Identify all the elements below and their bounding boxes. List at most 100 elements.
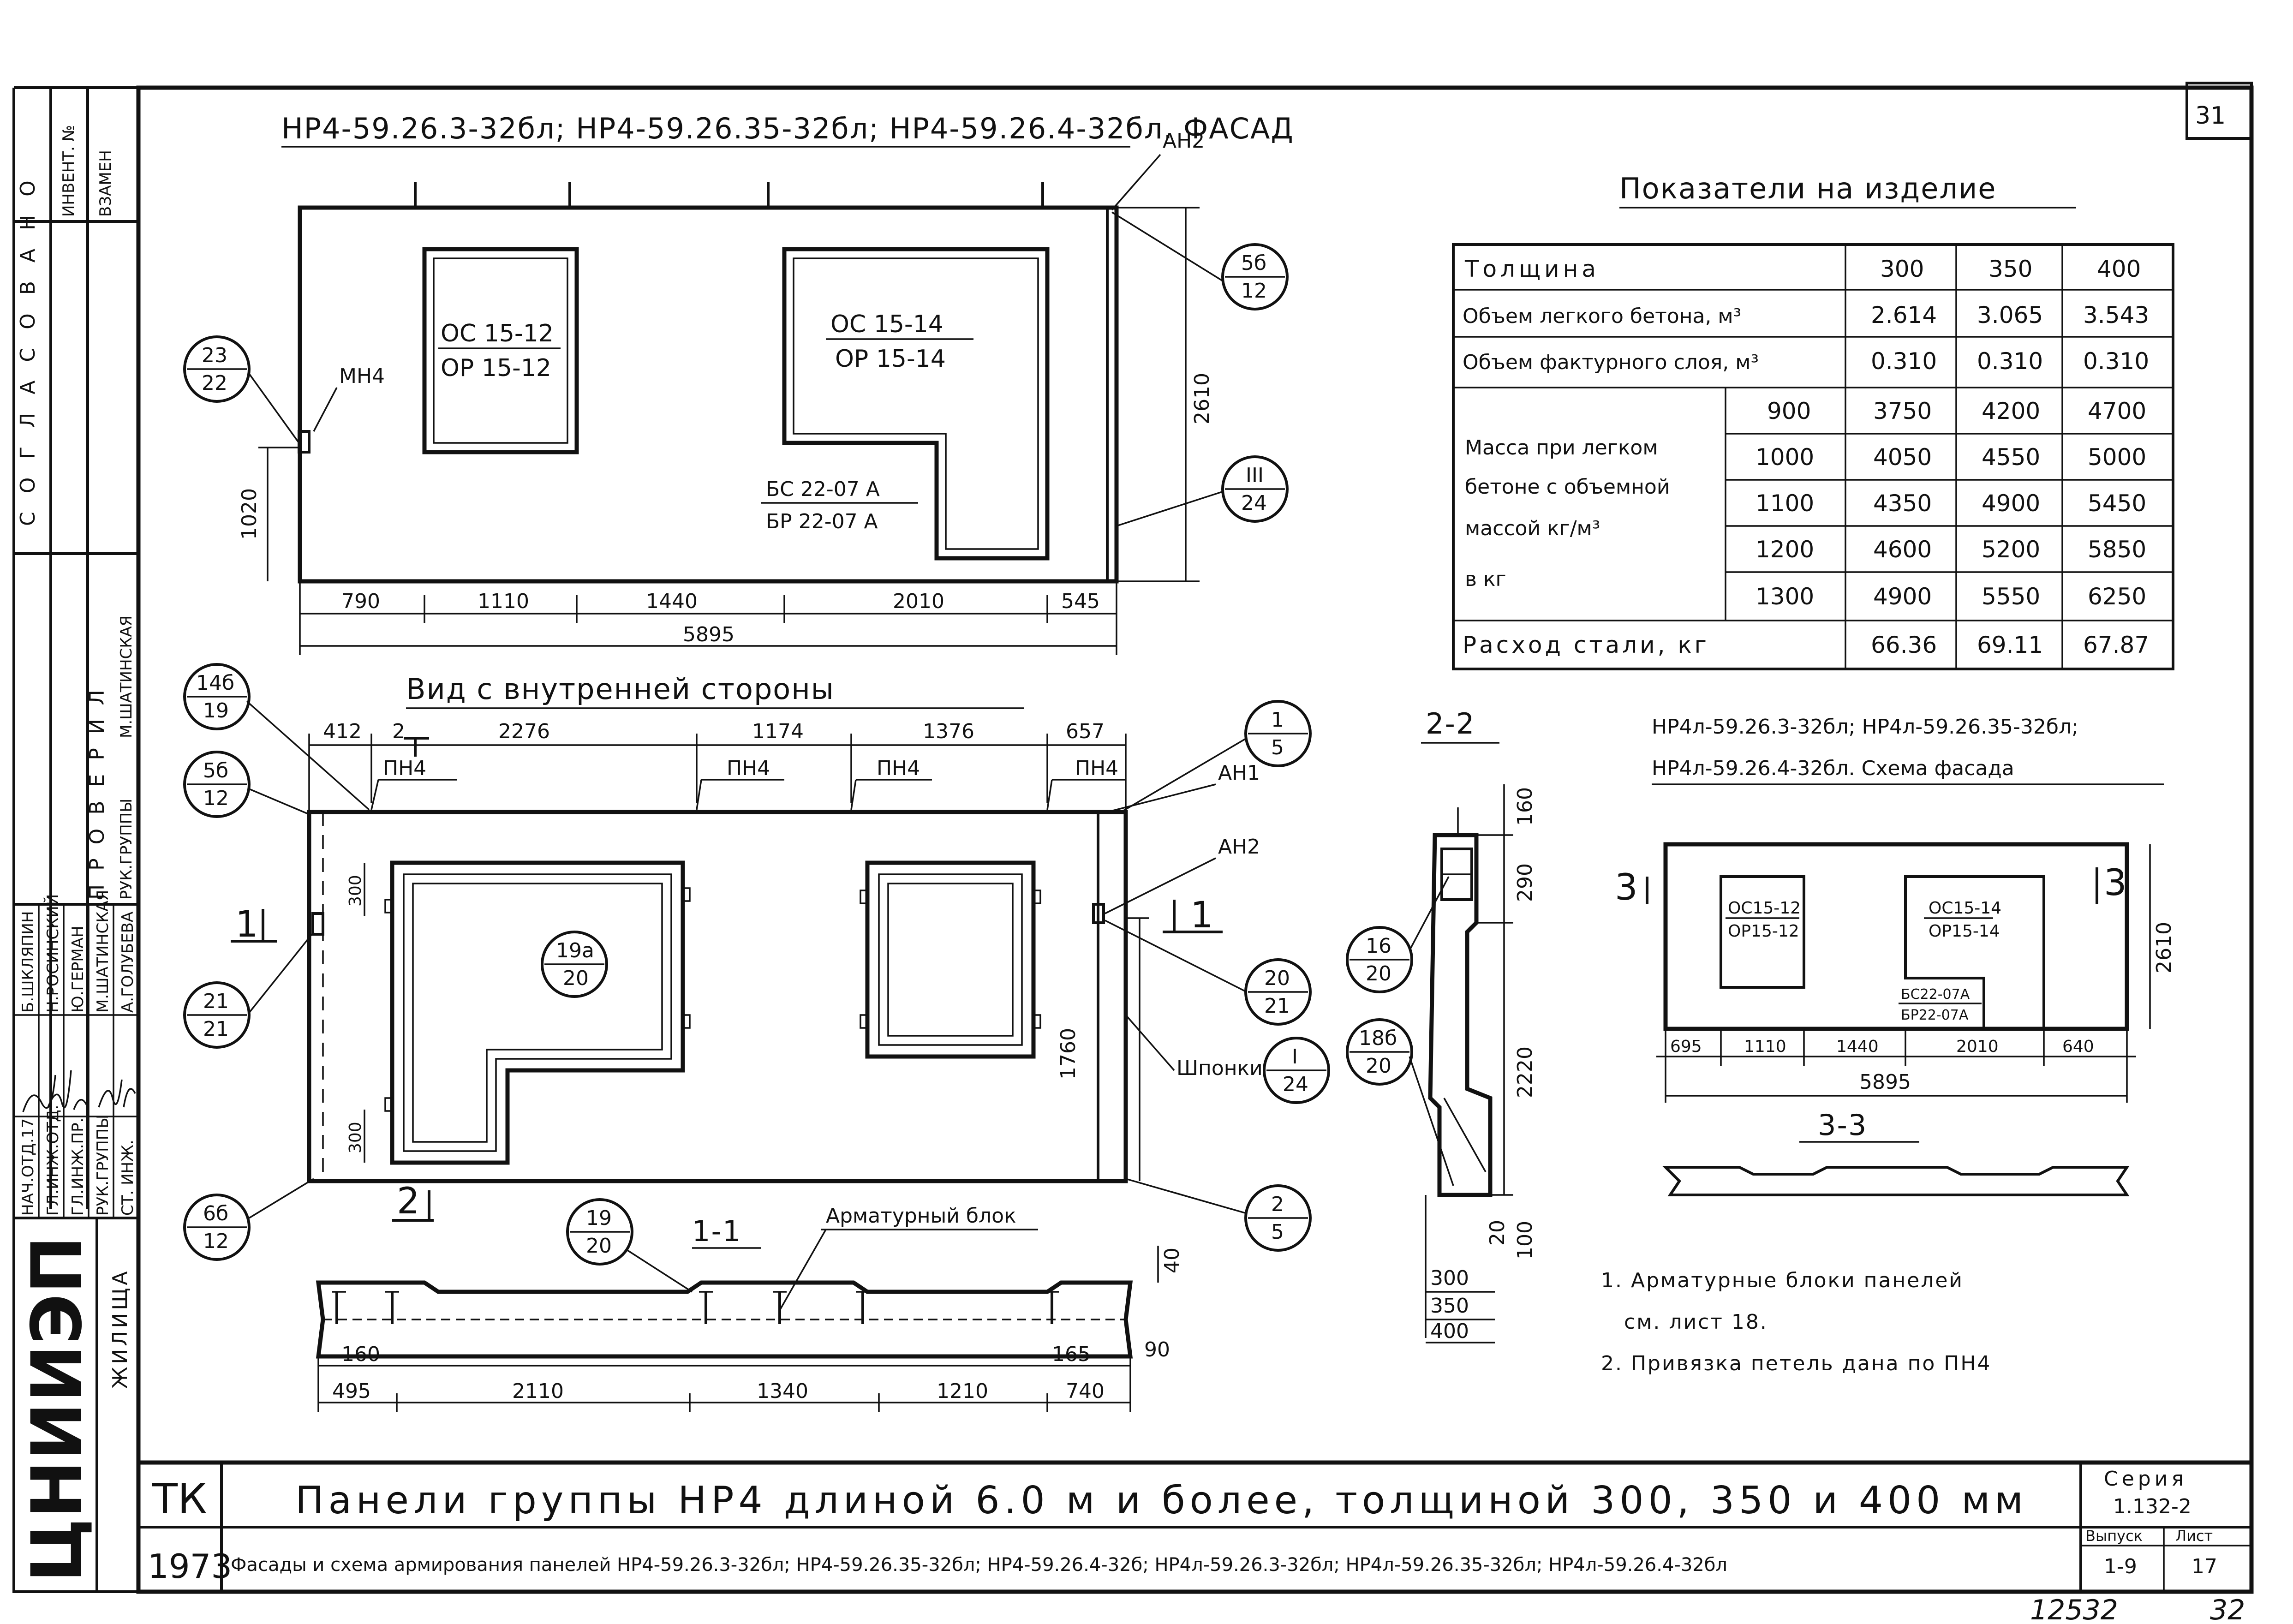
role-1: ГЛ.ИНЖ.ОТД. <box>44 1105 62 1216</box>
an2-inner-label: АН2 <box>1218 835 1260 859</box>
svg-text:20: 20 <box>1366 962 1391 985</box>
callout-5b-12-inner: 5б 12 <box>183 751 310 818</box>
svg-text:III: III <box>1246 464 1264 487</box>
svg-text:20: 20 <box>563 967 589 990</box>
svg-text:19: 19 <box>586 1206 612 1230</box>
svg-text:2: 2 <box>1271 1193 1284 1216</box>
inner-dim-2: 2 <box>392 720 405 743</box>
mass-1300-300: 4900 <box>1873 583 1932 610</box>
top-dim-0: 790 <box>341 590 380 613</box>
title-main: Панели группы НР4 длиной 6.0 м и более, … <box>295 1479 2028 1522</box>
callout-23-22: 23 22 <box>183 335 300 444</box>
title-block: ТК 1973 Панели группы НР4 длиной 6.0 м и… <box>136 1460 2254 1594</box>
callout-19-20-section: 19 20 <box>566 1198 693 1293</box>
top-panel-outline <box>298 205 1119 584</box>
sec11-dim-4: 740 <box>1066 1379 1105 1403</box>
page-number: 31 <box>2195 102 2226 130</box>
sec22-dim-100: 100 <box>1513 1221 1537 1260</box>
dim-300-b: 300 <box>346 1122 365 1153</box>
svg-text:18б: 18б <box>1359 1027 1397 1050</box>
top-window-2-line2: ОР 15-14 <box>835 345 946 373</box>
svg-text:12: 12 <box>203 1230 229 1253</box>
inner-dim-3: 1174 <box>752 720 804 743</box>
section-11-title: 1-1 <box>692 1214 741 1248</box>
replace-label: ВЗАМЕН <box>96 150 115 217</box>
role-2: ГЛ.ИНЖ.ПР. <box>69 1118 87 1216</box>
density-900: 900 <box>1767 398 1811 424</box>
svg-text:16: 16 <box>1366 934 1391 958</box>
inner-view-title: Вид с внутренней стороны <box>406 672 835 706</box>
inner-panel-outline <box>307 810 1128 1183</box>
svg-text:19а: 19а <box>556 939 594 962</box>
sec11-dim-2: 1340 <box>757 1379 808 1403</box>
section-22-title: 2-2 <box>1426 707 1475 740</box>
top-window-1-line1: ОС 15-12 <box>441 320 554 347</box>
density-1000: 1000 <box>1756 444 1814 471</box>
sec22-th-350: 350 <box>1430 1294 1469 1318</box>
scheme-dim-1: 1110 <box>1744 1037 1786 1056</box>
title-code: ТК <box>152 1475 207 1523</box>
note-1-line2: см. лист 18. <box>1624 1310 1768 1334</box>
light-volume-350: 3.065 <box>1977 302 2043 328</box>
checked-header: ПРОВЕРИЛ <box>85 676 109 900</box>
section-22-outline <box>1428 833 1493 1197</box>
svg-text:I: I <box>1292 1045 1298 1069</box>
scheme-dim-2: 1440 <box>1836 1037 1879 1056</box>
top-window-door <box>782 247 1050 561</box>
indicators-table: Показатели на изделие Толщина 300 350 40… <box>1452 172 2174 670</box>
shponki-label: Шпонки <box>1176 1057 1263 1080</box>
svg-text:19: 19 <box>203 699 229 722</box>
note-1-line1: 1. Арматурные блоки панелей <box>1601 1269 1964 1292</box>
dim-1760: 1760 <box>1057 1028 1080 1080</box>
approval-header: СОГЛАСОВАНО <box>16 162 40 526</box>
name-2: Ю.ГЕРМАН <box>69 926 87 1013</box>
light-volume-label: Объем легкого бетона, м³ <box>1463 304 1741 328</box>
role-0: НАЧ.ОТД.17 <box>19 1118 37 1216</box>
indicators-title: Показатели на изделие <box>1619 172 1996 205</box>
scheme-section-3-right: 3 <box>2104 862 2127 904</box>
callout-18b-20: 18б 20 <box>1346 1018 1454 1186</box>
callout-6b-12: 6б 12 <box>183 1178 314 1261</box>
scheme-title-1: НР4л-59.26.3-32бл; НР4л-59.26.35-32бл; <box>1652 715 2078 739</box>
inner-dim-0: 412 <box>323 720 362 743</box>
scheme-title-2: НР4л-59.26.4-32бл. Схема фасада <box>1652 757 2014 780</box>
top-dim-height: 2610 <box>1190 373 1214 424</box>
scheme-panel <box>1663 842 2129 1031</box>
callout-20-21: 20 21 <box>1105 919 1312 1026</box>
scheme-window-1 <box>1720 875 1805 989</box>
top-dim-4: 545 <box>1061 590 1100 613</box>
sec22-dim-290: 290 <box>1513 863 1537 902</box>
title-year: 1973 <box>148 1547 232 1586</box>
sheet-label: Лист <box>2175 1527 2213 1545</box>
mass-1300-350: 5550 <box>1982 583 2040 610</box>
section-2-2: 2-2 160 290 2220 20 100 16 20 18б 20 <box>1346 707 1537 1343</box>
steel-label: Расход стали, кг <box>1463 632 1709 658</box>
mass-1000-400: 5000 <box>2088 444 2146 471</box>
scheme-window-1-line2: ОР15-12 <box>1728 922 1799 941</box>
checked-name: М.ШАТИНСКАЯ <box>117 615 136 738</box>
top-window-1 <box>422 247 579 454</box>
scheme-window-door <box>1904 875 2045 1030</box>
texture-volume-350: 0.310 <box>1977 348 2043 375</box>
callout-5b-12: 5б 12 <box>1111 211 1289 310</box>
checked-role: РУК.ГРУППЫ <box>117 799 136 900</box>
name-4: А.ГОЛУБЕВА <box>119 912 137 1013</box>
org-logo: ЦНИИЭП ЖИЛИЩА <box>12 1217 140 1593</box>
sheet-value: 17 <box>2191 1555 2217 1578</box>
callout-16-20: 16 20 <box>1346 876 1450 993</box>
top-dim-total: 5895 <box>683 623 734 646</box>
role-3: РУК.ГРУППЫ <box>94 1115 112 1216</box>
sec22-dim-20: 20 <box>1486 1220 1509 1246</box>
sec22-th-300: 300 <box>1430 1266 1469 1290</box>
mass-label-1: бетоне с объемной <box>1465 475 1670 499</box>
approval-strip: ИНВЕНТ. № ВЗАМЕН СОГЛАСОВАНО ПРОВЕРИЛ РУ… <box>14 88 138 1209</box>
callout-1-5: 1 5 <box>1121 700 1312 813</box>
svg-text:20: 20 <box>1264 967 1290 990</box>
signature-table: НАЧ.ОТД.17 ГЛ.ИНЖ.ОТД. ГЛ.ИНЖ.ПР. РУК.ГР… <box>12 890 140 1219</box>
section-1-1: 1-1 Арматурный блок 19 20 40 160 165 90 … <box>316 1198 1184 1412</box>
section-33-outline <box>1662 1166 2130 1196</box>
svg-text:12: 12 <box>1241 279 1267 303</box>
sec11-dim-1: 2110 <box>512 1379 564 1403</box>
scheme-dim-4: 640 <box>2062 1037 2094 1056</box>
svg-text:24: 24 <box>1283 1073 1308 1096</box>
